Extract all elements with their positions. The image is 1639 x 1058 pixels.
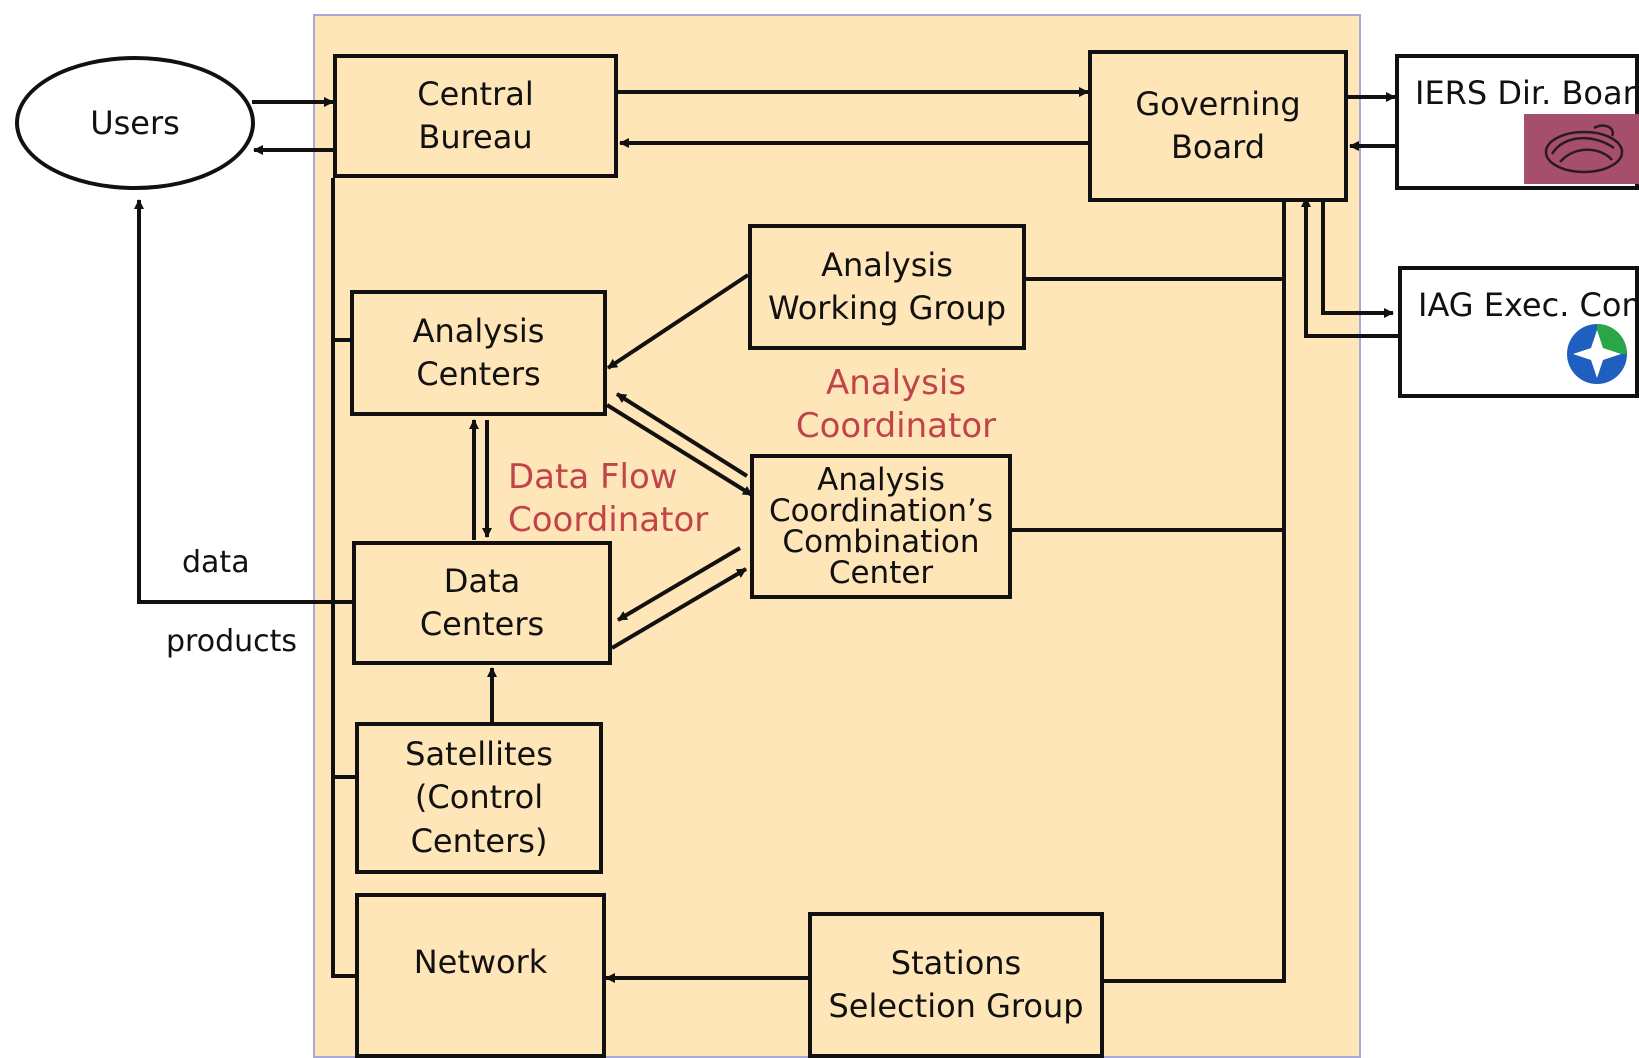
satellites-line-1: Satellites	[405, 735, 553, 774]
products-label: products	[166, 624, 298, 659]
analysis-coordinator-role: Analysis Coordinator	[776, 362, 1016, 447]
analysis-coordinator-line-1: Analysis	[825, 363, 967, 403]
combination-center-line-4: Center	[828, 554, 934, 591]
central-bureau-line-2: Bureau	[418, 118, 533, 156]
satellites-line-2: (Control	[414, 778, 544, 817]
iag-exec-com-label: IAG Exec. Com	[1418, 286, 1639, 324]
data-flow-coordinator-line-2: Coordinator	[508, 499, 709, 540]
users-label: Users	[90, 104, 180, 142]
data-centers-line-2: Centers	[419, 605, 545, 643]
governing-board-line-1: Governing	[1135, 84, 1301, 123]
iers-dir-board-label: IERS Dir. Board	[1415, 74, 1639, 112]
data-centers-box: Data Centers	[352, 541, 612, 665]
network-label: Network	[413, 943, 548, 981]
analysis-working-group-box: Analysis Working Group	[748, 224, 1026, 350]
combination-center-line-3: Combination	[782, 523, 980, 560]
satellites-line-3: Centers)	[410, 821, 548, 860]
combination-center-line-1: Analysis	[817, 461, 945, 498]
governing-board-line-2: Board	[1170, 128, 1266, 166]
analysis-working-group-line-2: Working Group	[767, 289, 1007, 327]
analysis-centers-line-1: Analysis	[412, 311, 545, 350]
combination-center-box: Analysis Coordination’s Combination Cent…	[750, 454, 1012, 599]
governing-board-box: Governing Board	[1088, 50, 1348, 202]
stations-selection-group-line-1: Stations	[890, 943, 1022, 982]
users-node: Users	[15, 56, 255, 190]
combination-center-line-2: Coordination’s	[768, 492, 994, 529]
analysis-working-group-line-1: Analysis	[821, 245, 953, 284]
central-bureau-line-1: Central	[417, 74, 534, 113]
analysis-centers-box: Analysis Centers	[350, 290, 607, 416]
stations-selection-group-line-2: Selection Group	[828, 987, 1084, 1025]
analysis-coordinator-line-2: Coordinator	[795, 405, 997, 446]
central-bureau-box: Central Bureau	[333, 54, 618, 178]
network-box: Network	[355, 893, 606, 1058]
iers-logo-icon	[1524, 114, 1639, 184]
data-centers-line-1: Data	[443, 561, 521, 600]
data-flow-coordinator-role: Data Flow Coordinator	[508, 456, 708, 541]
data-label: data	[182, 545, 250, 580]
iag-logo-icon	[1565, 322, 1629, 386]
satellites-box: Satellites (Control Centers)	[355, 722, 603, 874]
stations-selection-group-box: Stations Selection Group	[808, 912, 1104, 1058]
analysis-centers-line-2: Centers	[416, 355, 541, 393]
data-flow-coordinator-line-1: Data Flow	[508, 457, 678, 497]
